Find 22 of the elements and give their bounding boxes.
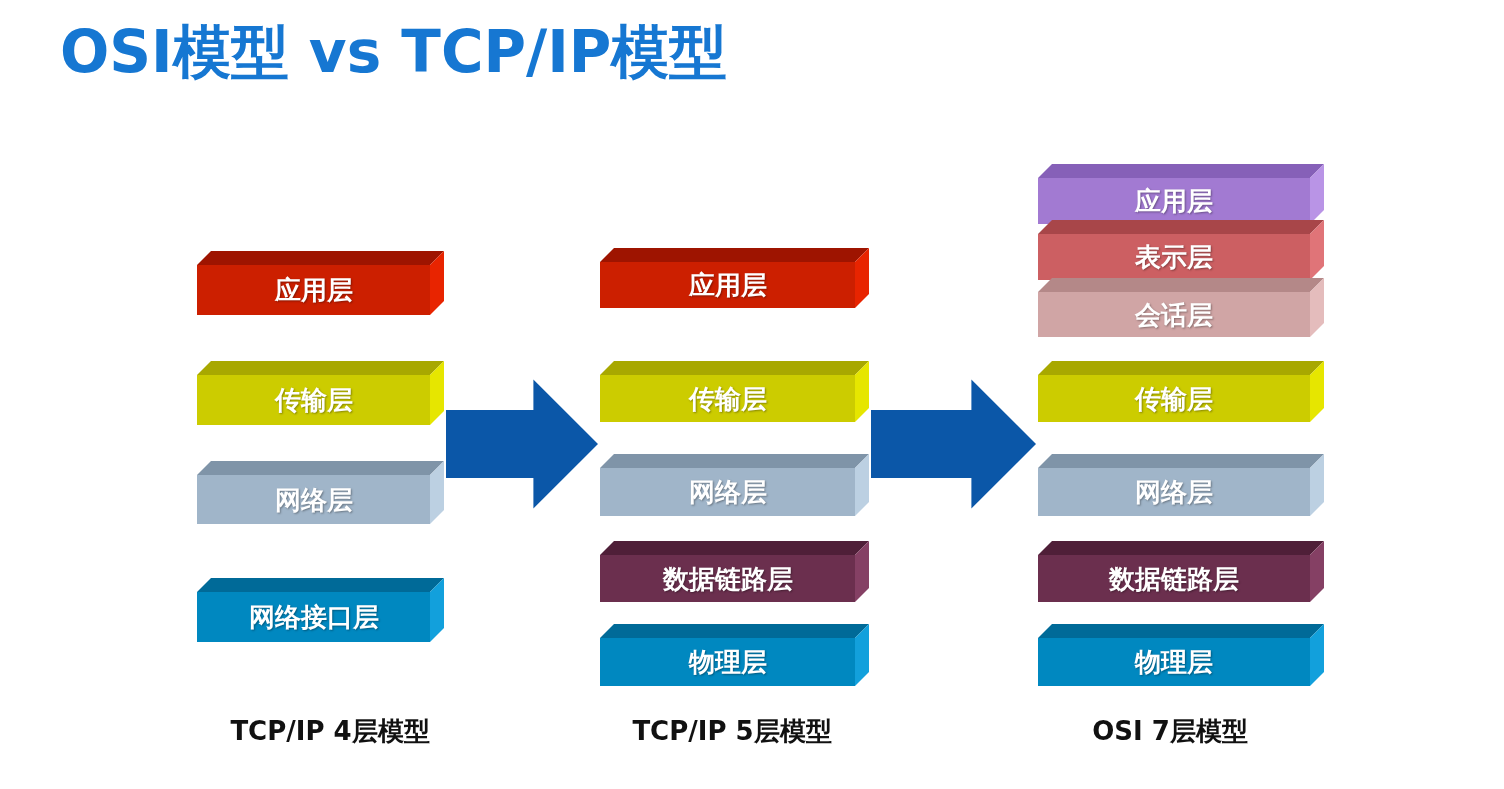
layer-name: 物理层 [1135, 645, 1213, 679]
column-caption: OSI 7层模型 [1092, 715, 1248, 748]
title: OSI模型 vs TCP/IP模型 [60, 17, 728, 88]
layer-name: 数据链路层 [662, 562, 793, 595]
layer-name: 应用层 [1135, 184, 1213, 218]
layer-name: 应用层 [274, 273, 353, 307]
column-caption: TCP/IP 5层模型 [632, 715, 832, 748]
layer-name: 应用层 [688, 268, 767, 302]
layer-name: 传输层 [688, 382, 767, 415]
layer-name: 传输层 [274, 383, 353, 417]
layer-name: 网络层 [274, 483, 353, 516]
block-arrow [871, 379, 1036, 509]
layer-name: 网络层 [688, 475, 767, 509]
layer-name: 表示层 [1135, 240, 1213, 274]
layer-name: 网络层 [1135, 475, 1213, 509]
layer-name: 数据链路层 [1109, 562, 1239, 595]
layer-name: 会话层 [1135, 298, 1213, 331]
layer-name: 网络接口层 [248, 600, 379, 634]
layer-name: 物理层 [688, 645, 767, 679]
layer-name: 传输层 [1135, 382, 1213, 415]
block-arrow [446, 379, 598, 509]
column-caption: TCP/IP 4层模型 [230, 715, 430, 748]
